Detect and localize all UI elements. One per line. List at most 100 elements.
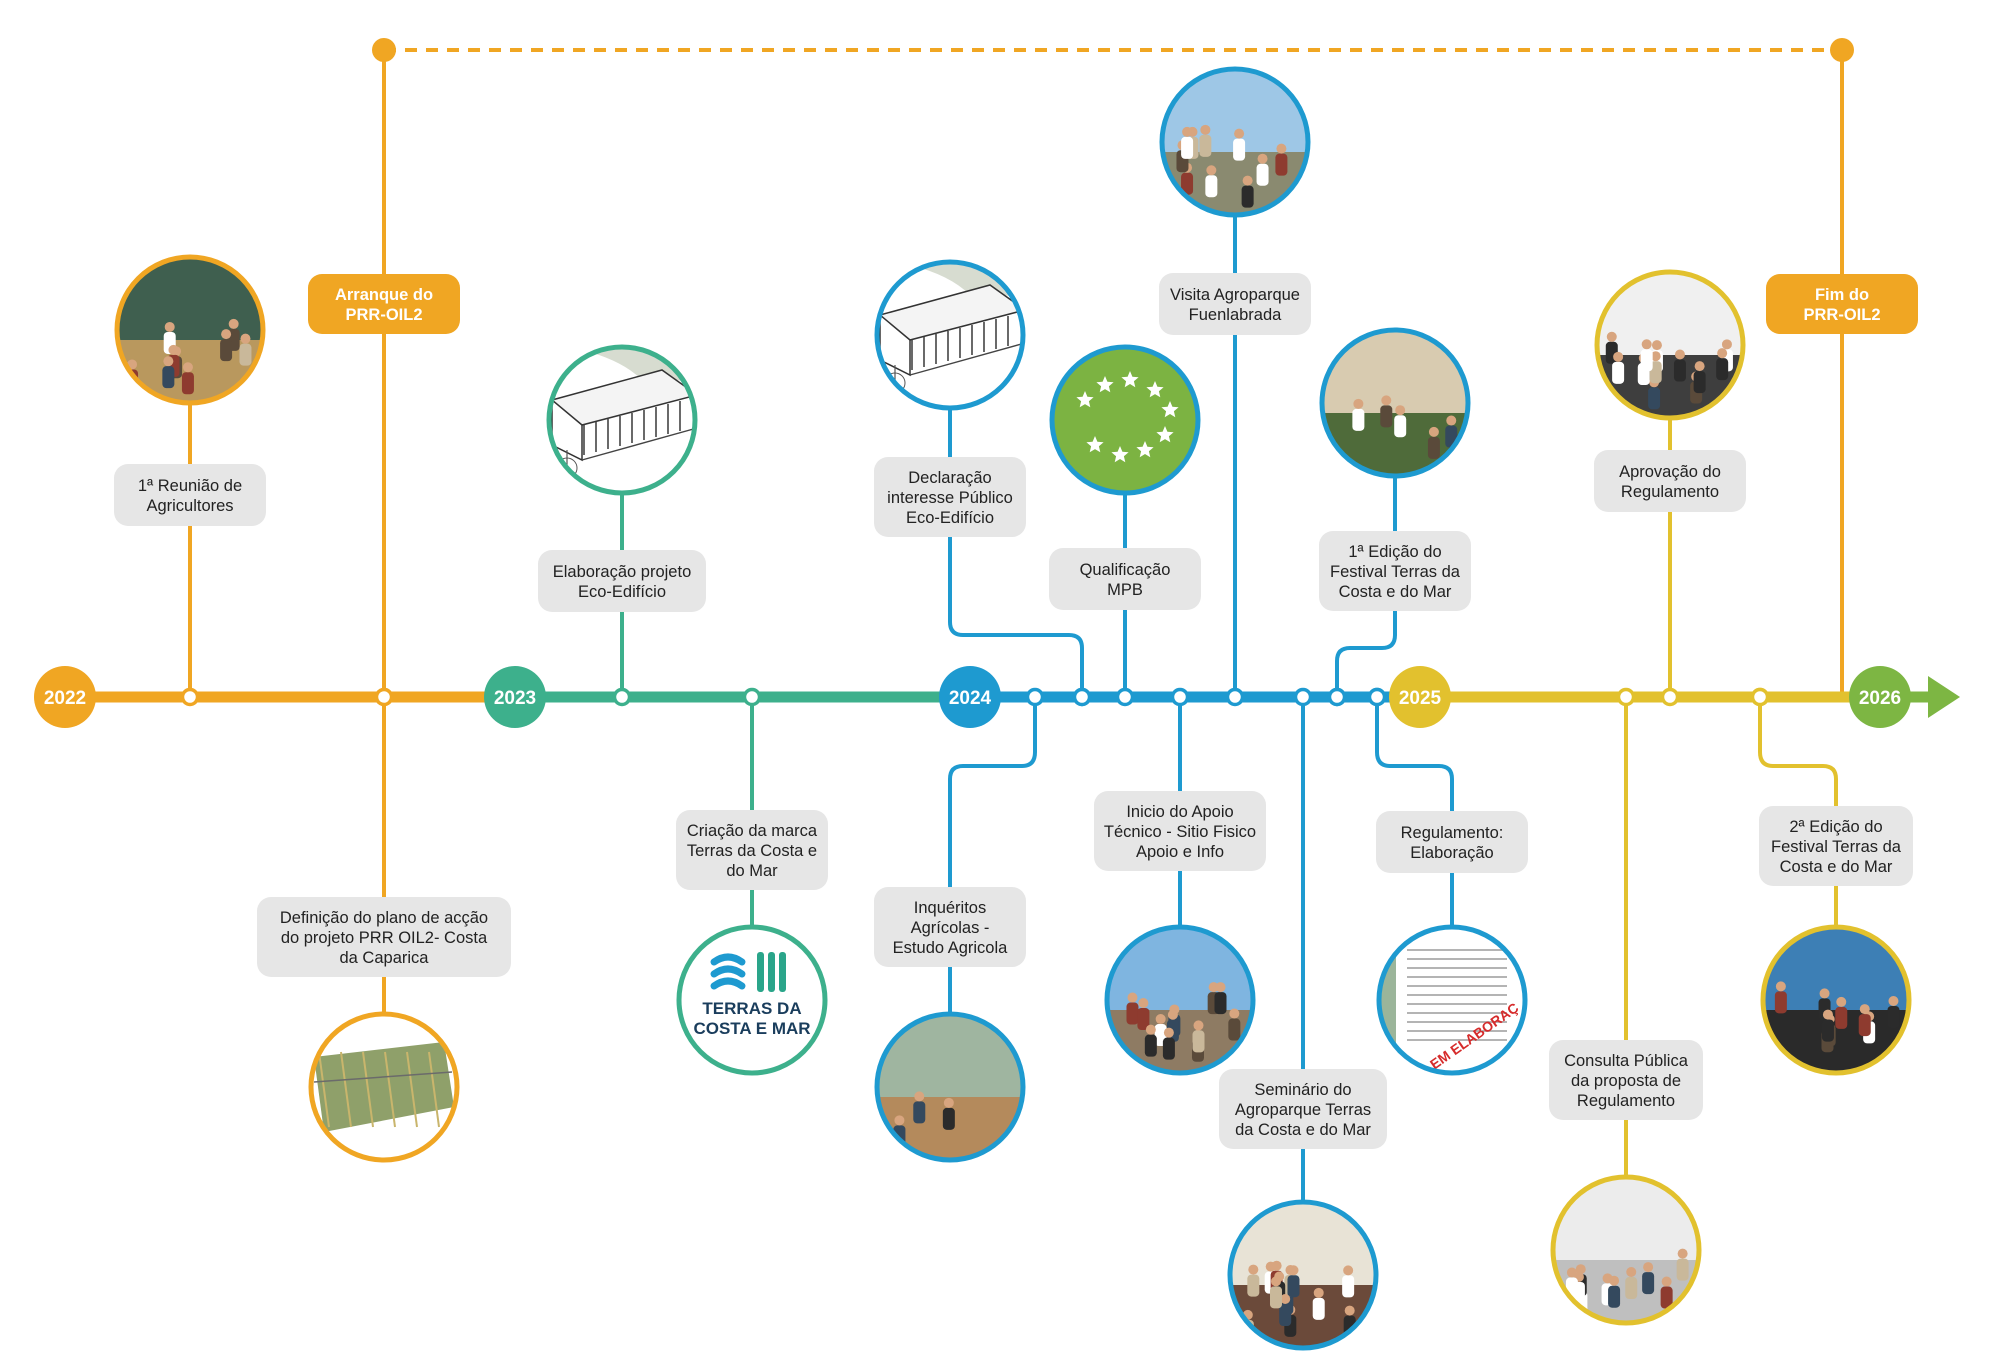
photo-person-head [1775, 981, 1786, 992]
photo-person-head [1200, 124, 1211, 135]
photo-person-head [221, 329, 232, 340]
milestone-photo-12-ring [1550, 1174, 1702, 1326]
photo-person-head [1280, 1293, 1291, 1304]
logo-wave [710, 977, 746, 990]
milestone-photo-1-ring [308, 1011, 460, 1163]
photo-person-head [1717, 348, 1728, 359]
year-badge-2026: 2026 [1849, 666, 1911, 728]
photo-person-head [1343, 1265, 1354, 1276]
milestone-label-10-bg [1319, 531, 1471, 611]
logo-bar [779, 952, 786, 992]
logo-wave [710, 953, 746, 966]
milestone-label-7-bg [1094, 791, 1266, 871]
milestone-label-1-text-line: do projeto PRR OIL2- Costa [281, 929, 488, 947]
milestone-label-4-bg [874, 457, 1026, 537]
photo-person-head [1859, 1004, 1870, 1015]
photo-person-body [1427, 436, 1440, 459]
photo-person-body [1279, 1303, 1292, 1326]
photo-person-body [1352, 408, 1365, 431]
doc-paper [1379, 927, 1525, 1073]
milestone-photo-0 [114, 254, 266, 406]
photo-person-body [220, 339, 233, 362]
photo-person-head [182, 362, 193, 373]
milestone-photo-4-content [877, 262, 1023, 408]
milestone-photo-5-ring [874, 1011, 1026, 1163]
project-start-label-text-line: Arranque do [335, 286, 433, 304]
milestone-label-11-text: Regulamento: Elaboração [1401, 824, 1504, 862]
milestone-photo-12-content [1553, 1177, 1699, 1323]
photo-person-body [1394, 415, 1407, 438]
logo-paper [679, 927, 825, 1073]
photo-person-head [1661, 1276, 1672, 1287]
sketch-roof [878, 284, 1023, 341]
photo-person-body [1380, 405, 1393, 428]
milestone-label-6-bg [1049, 548, 1201, 610]
year-badge-text: 2026 [1859, 688, 1901, 709]
photo-person-head [1215, 982, 1226, 993]
milestone-photo-7-ring [1104, 924, 1256, 1076]
logo-text-line: TERRAS DA [702, 999, 801, 1018]
timeline-node [1327, 687, 1347, 707]
milestone-label-12-text-line: Consulta Pública [1564, 1052, 1689, 1070]
photo-person-head [1288, 1265, 1299, 1276]
photo-person-head [1643, 1262, 1654, 1273]
photo-person-body [1716, 358, 1729, 381]
photo-person-head [1819, 988, 1830, 999]
milestone-photo-9 [1227, 1199, 1379, 1351]
photo-person-head [163, 356, 174, 367]
milestone-label-8-bg [1159, 273, 1311, 335]
milestone-label-4-text-line: interesse Público [887, 489, 1013, 507]
milestone-label-12-bg [1549, 1040, 1703, 1120]
milestone-label-4-text-line: Declaração [908, 469, 991, 487]
milestone-photo-11-ring [1376, 924, 1528, 1076]
milestone-label-10-text-line: Festival Terras da [1330, 563, 1461, 581]
year-badge-circle [1389, 666, 1451, 728]
photo-person-head [914, 1091, 925, 1102]
milestone-label-2-text-line: Eco-Edifício [578, 583, 666, 601]
milestone-photo-5 [874, 1011, 1026, 1163]
milestone-label-5-bg [874, 887, 1026, 967]
milestone-photo-6-ring [1049, 344, 1201, 496]
milestone-label-7-text-line: Técnico - Sitio Fisico [1104, 823, 1256, 841]
photo-person-head [1353, 398, 1364, 409]
milestone-label-7-text-line: Apoio e Info [1136, 843, 1224, 861]
photo-person-body [1247, 1274, 1260, 1297]
photo-person-body [1162, 1037, 1175, 1060]
milestone-label-0-text-line: 1ª Reunião de [138, 477, 242, 495]
milestone-label-11-bg [1376, 811, 1528, 873]
milestone-connector-10 [1335, 611, 1397, 697]
milestone-photo-6 [1049, 344, 1201, 496]
milestone-photo-4 [874, 259, 1026, 411]
project-end-label-text-line: PRR-OIL2 [1803, 306, 1880, 324]
timeline-node [1225, 687, 1245, 707]
milestone-label-11-text-line: Regulamento: [1401, 824, 1504, 842]
timeline-node [180, 687, 200, 707]
photo-person-body [1312, 1297, 1325, 1320]
milestone-label-2-text-line: Elaboração projeto [553, 563, 692, 581]
milestone-label-1-text-line: da Caparica [340, 949, 430, 967]
eu-star [1076, 391, 1094, 408]
year-badge-text: 2022 [44, 688, 86, 709]
photo-person-head [1694, 361, 1705, 372]
milestone-label-12-text-line: da proposta de [1571, 1072, 1681, 1090]
milestone-label-13-text-line: Regulamento [1621, 483, 1719, 501]
logo-bar [768, 952, 775, 992]
photo-person-head [168, 344, 179, 355]
photo-person-body [1608, 1285, 1621, 1308]
photo-person-head [1822, 1009, 1833, 1020]
photo-person-head [1651, 340, 1662, 351]
timeline-node [1170, 687, 1190, 707]
milestone-label-11-text-line: Elaboração [1410, 844, 1493, 862]
photo-person-head [1276, 143, 1287, 154]
photo-person-head [1888, 995, 1899, 1006]
sketch-ground-line [909, 342, 1023, 376]
photo-person-body [181, 372, 194, 395]
